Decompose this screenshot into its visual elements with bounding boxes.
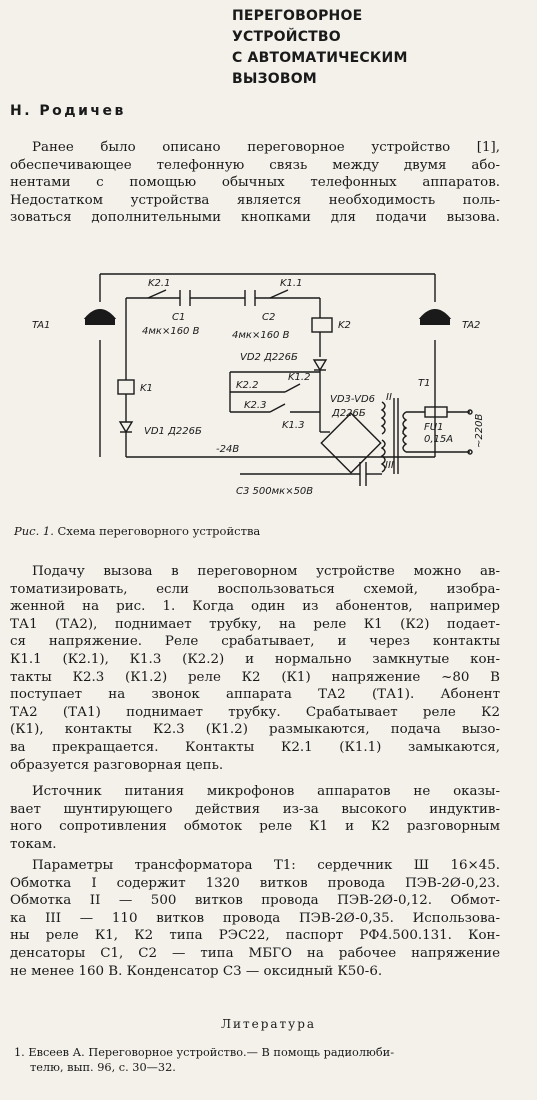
text-line: нентами с помощью обычных телефонных апп… — [10, 175, 500, 191]
text-line: Подачу вызова в переговорном устройстве … — [32, 564, 500, 579]
text-line: токам. — [10, 836, 57, 852]
text-line: Недостатком устройства является необходи… — [10, 192, 500, 208]
label-fu1-value: 0,15А — [424, 434, 453, 445]
text-line: не менее 160 В. Конденсатор С3 — оксидны… — [10, 963, 383, 979]
label-c2: C2 — [262, 312, 275, 323]
label-k1-1: K1.1 — [280, 278, 302, 289]
body-paragraph-3: Параметры трансформатора Т1: сердечник Ш… — [10, 857, 500, 980]
caption-text: Схема переговорного устройства — [57, 524, 261, 538]
label-c3: C3 500мк×50В — [236, 486, 313, 497]
label-k1-3: K1.3 — [282, 420, 304, 431]
reference-line: телю, вып. 96, с. 30—32. — [30, 1061, 176, 1074]
title-line: ПЕРЕГОВОРНОЕ — [232, 8, 363, 24]
text-line: поступает на звонок аппарата ТА2 (ТА1). … — [10, 687, 500, 703]
text-line: К1.1 (К2.1), К1.3 (К2.2) и нормально зам… — [10, 651, 500, 667]
label-winding-1: I — [402, 426, 405, 437]
reference-entry: 1. Евсеев А. Переговорное устройство.— В… — [14, 1045, 514, 1075]
label-t1: T1 — [418, 378, 430, 389]
text-line: ного сопротивления обмоток реле К1 и К2 … — [10, 819, 500, 835]
label-winding-2: II — [386, 392, 392, 403]
label-c2-value: 4мк×160 В — [232, 330, 290, 341]
title-line: УСТРОЙСТВО — [232, 29, 341, 45]
text-line: ка III — 110 витков провода ПЭВ-2Ø-0,35.… — [10, 910, 500, 926]
text-line: обеспечивающее телефонную связь между дв… — [10, 157, 500, 173]
title-line: ВЫЗОВОМ — [232, 71, 317, 87]
label-k1: K1 — [140, 383, 153, 394]
label-c1-value: 4мк×160 В — [142, 326, 200, 337]
text-line: Ранее было описано переговорное устройст… — [32, 140, 500, 155]
text-line: Источник питания микрофонов аппаратов не… — [32, 784, 500, 799]
label-k2-3: K2.3 — [244, 400, 266, 411]
label-k1-2: K1.2 — [288, 372, 310, 383]
label-vd2: VD2 Д226Б — [240, 352, 298, 363]
text-line: (К1), контакты К2.3 (К1.2) размыкаются, … — [10, 722, 500, 738]
label-fu1: FU1 — [424, 422, 443, 433]
label-k2-2: K2.2 — [236, 380, 258, 391]
label-k2-1: K2.1 — [148, 278, 170, 289]
label-minus-24v: -24В — [216, 444, 239, 455]
label-c1: C1 — [172, 312, 185, 323]
text-line: денсаторы С1, С2 — типа МБГО на рабочее … — [10, 945, 500, 961]
intro-paragraph: Ранее было описано переговорное устройст… — [10, 139, 500, 227]
figure-caption: Рис. 1. Схема переговорного устройства — [14, 524, 260, 538]
text-line: ны реле К1, К2 типа РЭС22, паспорт РФ4.5… — [10, 928, 500, 944]
label-vd3-vd6: VD3-VD6 — [330, 394, 375, 405]
text-line: ва прекращается. Контакты К2.1 (К1.1) за… — [10, 739, 500, 755]
text-line: Параметры трансформатора Т1: сердечник Ш… — [32, 858, 500, 873]
text-line: томатизировать, если воспользоваться схе… — [10, 581, 500, 597]
text-line: зоваться дополнительными кнопками для по… — [10, 210, 500, 226]
title-line: С АВТОМАТИЧЕСКИМ — [232, 50, 408, 66]
label-vd3-value: Д226Б — [331, 408, 366, 419]
body-paragraph-1: Подачу вызова в переговорном устройстве … — [10, 563, 500, 774]
text-line: ся напряжение. Реле срабатывает, и через… — [10, 634, 500, 650]
body-paragraph-2: Источник питания микрофонов аппаратов не… — [10, 783, 500, 853]
circuit-schematic: TA1 TA2 K2.1 K1.1 C1 4мк×160 В C2 4мк×16… — [32, 273, 485, 497]
label-vd1: VD1 Д226Б — [144, 426, 202, 437]
text-line: ТА2 (ТА1) поднимает трубку. Срабатывает … — [10, 704, 500, 720]
label-ta1: TA1 — [32, 320, 50, 331]
text-line: ТА1 (ТА2), поднимает трубку, на реле К1 … — [10, 616, 500, 632]
text-line: такты К2.3 (К1.2) реле К2 (К1) напряжени… — [10, 669, 500, 685]
label-k2: K2 — [338, 320, 351, 331]
text-line: вает шунтирующего действия из-за высоког… — [10, 801, 500, 817]
text-line: Обмотка I содержит 1320 витков провода П… — [10, 875, 500, 891]
text-line: образуется разговорная цепь. — [10, 757, 224, 773]
reference-line: 1. Евсеев А. Переговорное устройство.— В… — [14, 1046, 395, 1059]
literature-heading: Литература — [220, 1017, 317, 1031]
label-ta2: TA2 — [462, 320, 480, 331]
text-line: Обмотка II — 500 витков провода ПЭВ-2Ø-0… — [10, 893, 500, 909]
label-mains: ~220В — [474, 414, 485, 448]
text-line: женной на рис. 1. Когда один из абоненто… — [10, 599, 500, 615]
caption-number: Рис. 1. — [14, 524, 54, 538]
author: Н. Родичев — [10, 103, 126, 119]
article-title: ПЕРЕГОВОРНОЕ УСТРОЙСТВО С АВТОМАТИЧЕСКИМ… — [232, 6, 522, 90]
label-winding-3: III — [385, 460, 394, 471]
